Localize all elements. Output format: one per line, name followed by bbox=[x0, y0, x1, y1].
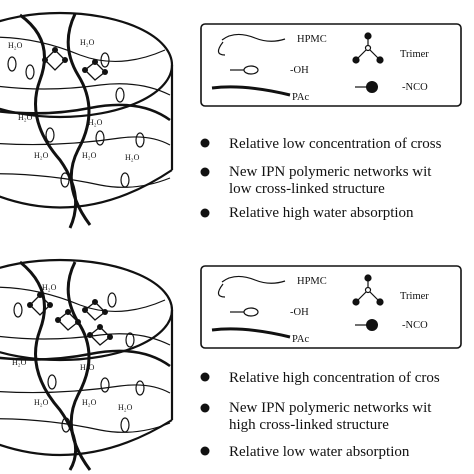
panel-top: H₂O H₂O H₂O H₂O H₂O H₂O H₂O HPMC -OH PAc bbox=[0, 11, 462, 229]
bullet-dot bbox=[200, 372, 210, 382]
legend-oh-label: -OH bbox=[290, 307, 309, 318]
legend-trimer-label: Trimer bbox=[400, 291, 429, 302]
legend-trimer-label: Trimer bbox=[400, 49, 429, 60]
bullet-text: New IPN polymeric networks wit bbox=[229, 400, 432, 416]
water-label: H₂O bbox=[88, 118, 103, 127]
bullet-text: Relative low concentration of cross bbox=[229, 136, 442, 152]
panel-bottom: H₂O H₂O H₂O H₂O H₂O H₂O HPMC -OH PAc bbox=[0, 258, 462, 471]
bullet-text: Relative high concentration of cros bbox=[229, 370, 440, 386]
bullet-dot bbox=[200, 446, 210, 456]
bullet-text: low cross-linked structure bbox=[229, 181, 385, 197]
legend-hpmc-label: HPMC bbox=[297, 34, 327, 45]
trimer-nodes-bottom bbox=[27, 292, 113, 340]
legend-nco-label: -NCO bbox=[402, 320, 428, 331]
bullet-text: Relative low water absorption bbox=[229, 444, 410, 460]
legend-hpmc-label: HPMC bbox=[297, 276, 327, 287]
water-label: H₂O bbox=[18, 113, 33, 122]
water-label: H₂O bbox=[8, 41, 23, 50]
bullet-dot bbox=[200, 138, 210, 148]
bullet-text: New IPN polymeric networks wit bbox=[229, 164, 432, 180]
polymer-disc-top bbox=[0, 11, 174, 229]
water-label: H₂O bbox=[12, 358, 27, 367]
bullet-text: high cross-linked structure bbox=[229, 417, 389, 433]
legend-box-bottom: HPMC -OH PAc Trimer -NCO bbox=[200, 265, 462, 349]
bullet-dot bbox=[200, 208, 210, 218]
bullet-text: Relative high water absorption bbox=[229, 205, 414, 221]
water-labels-top: H₂O H₂O H₂O H₂O H₂O H₂O H₂O bbox=[8, 38, 140, 162]
bullet-dot bbox=[200, 403, 210, 413]
water-label: H₂O bbox=[118, 403, 133, 412]
polymer-disc-bottom bbox=[0, 258, 174, 471]
water-label: H₂O bbox=[125, 153, 140, 162]
water-labels-bottom: H₂O H₂O H₂O H₂O H₂O H₂O bbox=[12, 283, 133, 412]
water-label: H₂O bbox=[34, 151, 49, 160]
bullet-list-bottom: Relative high concentration of cros New … bbox=[200, 370, 440, 460]
legend-oh-label: -OH bbox=[290, 65, 309, 76]
water-label: H₂O bbox=[42, 283, 57, 292]
legend-nco-label: -NCO bbox=[402, 82, 428, 93]
trimer-nodes-top bbox=[42, 47, 108, 75]
legend-pac-label: PAc bbox=[292, 334, 309, 345]
water-label: H₂O bbox=[34, 398, 49, 407]
nco-icon bbox=[355, 319, 378, 331]
bullet-dot bbox=[200, 167, 210, 177]
water-label: H₂O bbox=[80, 38, 95, 47]
pac-icon bbox=[211, 85, 291, 97]
hpmc-icon bbox=[221, 33, 286, 42]
legend-box-top: HPMC -OH PAc Trimer -NCO bbox=[200, 23, 462, 107]
water-label: H₂O bbox=[80, 363, 95, 372]
water-label: H₂O bbox=[82, 398, 97, 407]
hpmc-icon bbox=[221, 275, 286, 284]
trimer-icon bbox=[352, 32, 384, 64]
trimer-icon bbox=[352, 274, 384, 306]
pac-icon bbox=[211, 327, 291, 339]
water-label: H₂O bbox=[82, 151, 97, 160]
bullet-list-top: Relative low concentration of cross New … bbox=[200, 136, 442, 221]
nco-icon bbox=[355, 81, 378, 93]
legend-pac-label: PAc bbox=[292, 92, 309, 103]
